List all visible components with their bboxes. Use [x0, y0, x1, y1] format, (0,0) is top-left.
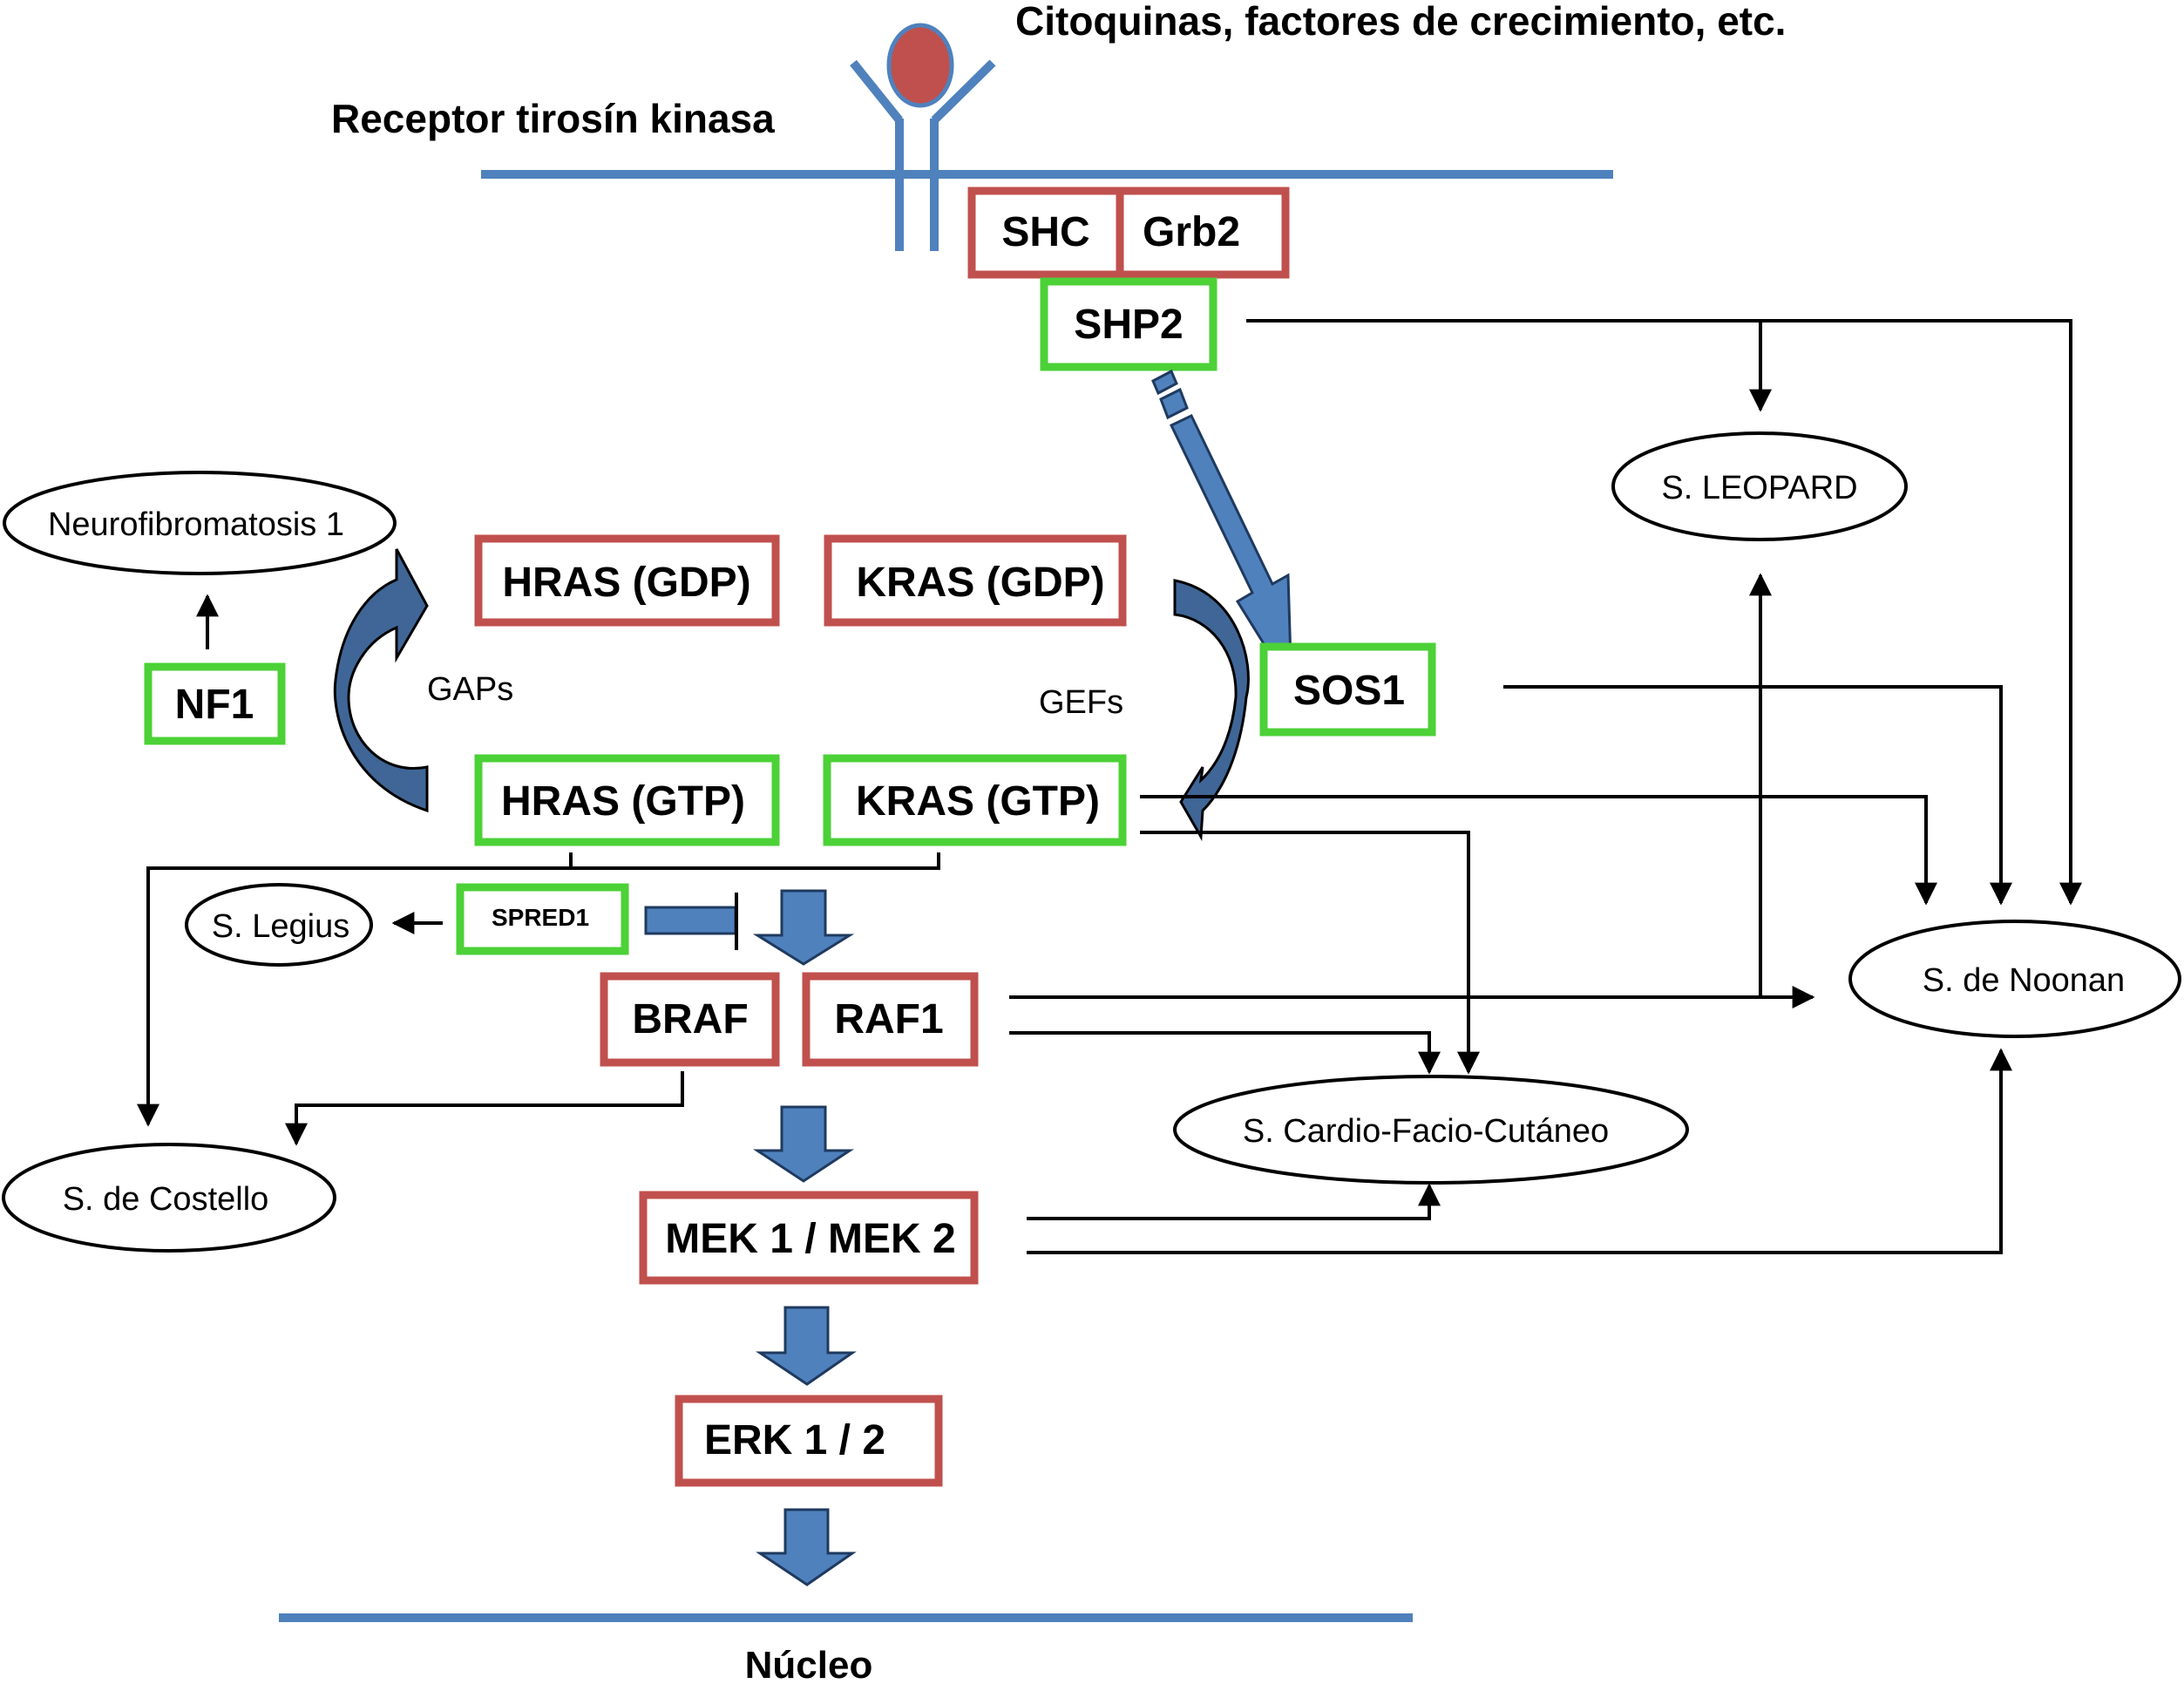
node-erk-label: ERK 1 / 2 [704, 1417, 885, 1463]
mek-to-erk-arrow [756, 1306, 857, 1386]
syndrome-legius [185, 883, 373, 967]
node-shc [967, 187, 1124, 279]
node-kras-gdp-label: KRAS (GDP) [856, 560, 1104, 606]
node-grb2-label: Grb2 [1143, 209, 1240, 255]
syndrome-costello [2, 1143, 336, 1253]
node-braf [600, 972, 780, 1067]
node-erk [675, 1395, 943, 1487]
syndrome-legius-label: S. Legius [212, 908, 349, 945]
syndrome-cardio-facio-cutaneo [1173, 1075, 1689, 1185]
node-spred1-label: SPRED1 [492, 904, 589, 931]
syndrome-neurofibromatosis-1 [3, 471, 397, 575]
gaps-label: GAPs [427, 671, 513, 708]
gaps-cycle-arrow [333, 548, 429, 813]
syndrome-cfc-label: S. Cardio-Facio-Cutáneo [1243, 1113, 1609, 1150]
syndrome-leopard-label: S. LEOPARD [1661, 470, 1857, 506]
receptor-icon [850, 23, 996, 251]
hras-to-costello-connector [137, 866, 571, 1127]
node-mek [639, 1191, 979, 1285]
syndrome-neurofibromatosis-1-label: Neurofibromatosis 1 [48, 506, 344, 543]
shp2-to-noonan-connector [1246, 319, 2082, 906]
receptor-label: Receptor tirosín kinasa [331, 96, 775, 141]
node-spred1 [456, 883, 629, 955]
erk-to-nucleus-arrow [756, 1508, 857, 1586]
syndrome-costello-label: S. de Costello [63, 1181, 269, 1218]
node-raf1-label: RAF1 [834, 996, 943, 1042]
node-grb2 [1116, 187, 1290, 279]
shp2-to-sos1-arrow [1151, 369, 1293, 694]
ras-to-raf-arrow [752, 889, 855, 966]
node-kras-gtp [823, 754, 1127, 846]
node-shc-label: SHC [1001, 209, 1089, 255]
kras-to-cfc-connector [1140, 831, 1480, 1075]
ligand-title: Citoquinas, factores de crecimiento, etc… [1015, 0, 1786, 44]
node-braf-label: BRAF [632, 996, 748, 1042]
gefs-cycle-arrow [1173, 579, 1250, 842]
ras-bracket [569, 852, 940, 870]
nucleus-label: Núcleo [745, 1644, 873, 1684]
node-hras-gtp-label: HRAS (GTP) [501, 778, 745, 825]
mek-to-cfc-connector [1027, 1183, 1441, 1220]
spred1-inhibition-icon [644, 893, 738, 950]
node-shp2-label: SHP2 [1074, 302, 1183, 348]
syndrome-noonan-label: S. de Noonan [1923, 962, 2125, 999]
raf-to-mek-arrow [753, 1105, 854, 1183]
braf-to-costello-connector [285, 1071, 684, 1146]
kras-to-noonan-connector [1140, 795, 1937, 906]
syndrome-leopard [1611, 431, 1908, 541]
node-hras-gdp [474, 534, 780, 627]
node-sos1-label: SOS1 [1293, 668, 1405, 714]
ligand-icon [886, 23, 954, 108]
node-hras-gtp [474, 754, 780, 846]
node-sos1 [1259, 642, 1436, 737]
node-hras-gdp-label: HRAS (GDP) [502, 560, 750, 606]
raf1-to-cfc-connector [1009, 1031, 1441, 1075]
node-nf1-label: NF1 [175, 682, 254, 728]
node-mek-label: MEK 1 / MEK 2 [665, 1216, 955, 1262]
node-kras-gtp-label: KRAS (GTP) [856, 778, 1100, 825]
node-raf1 [802, 972, 979, 1067]
syndrome-noonan [1848, 920, 2181, 1038]
node-shp2 [1040, 277, 1217, 371]
sos1-to-noonan-connector [1503, 685, 2012, 906]
mek-to-noonan-connector [1027, 1048, 2012, 1254]
node-nf1 [144, 662, 286, 745]
node-kras-gdp [824, 534, 1127, 627]
gefs-label: GEFs [1039, 684, 1123, 721]
